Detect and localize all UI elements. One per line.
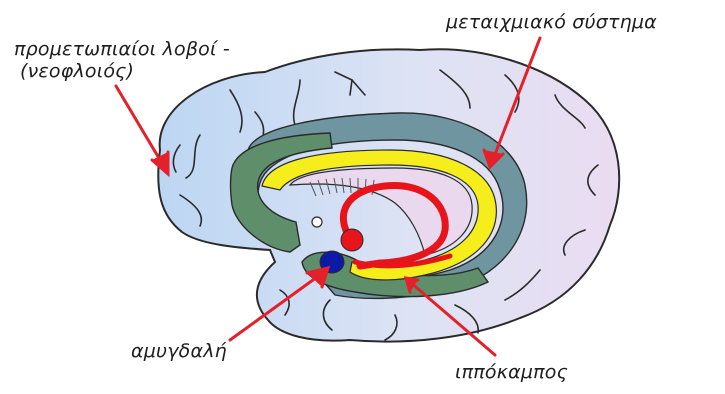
hippocampus-label: ιππόκαμπος [455,361,568,383]
anterior-commissure [312,217,322,227]
limbic-system-label: μεταιχμιακό σύστημα [446,11,657,33]
mammillary-body [341,229,363,251]
amygdala-label: αμυγδαλή [131,340,227,362]
prefrontal-label-line1: προμετωπιαίοι λοβοί - [14,38,230,60]
prefrontal-label-line2: (νεοφλοιός) [14,60,230,82]
prefrontal-label: προμετωπιαίοι λοβοί - (νεοφλοιός) [14,38,230,82]
